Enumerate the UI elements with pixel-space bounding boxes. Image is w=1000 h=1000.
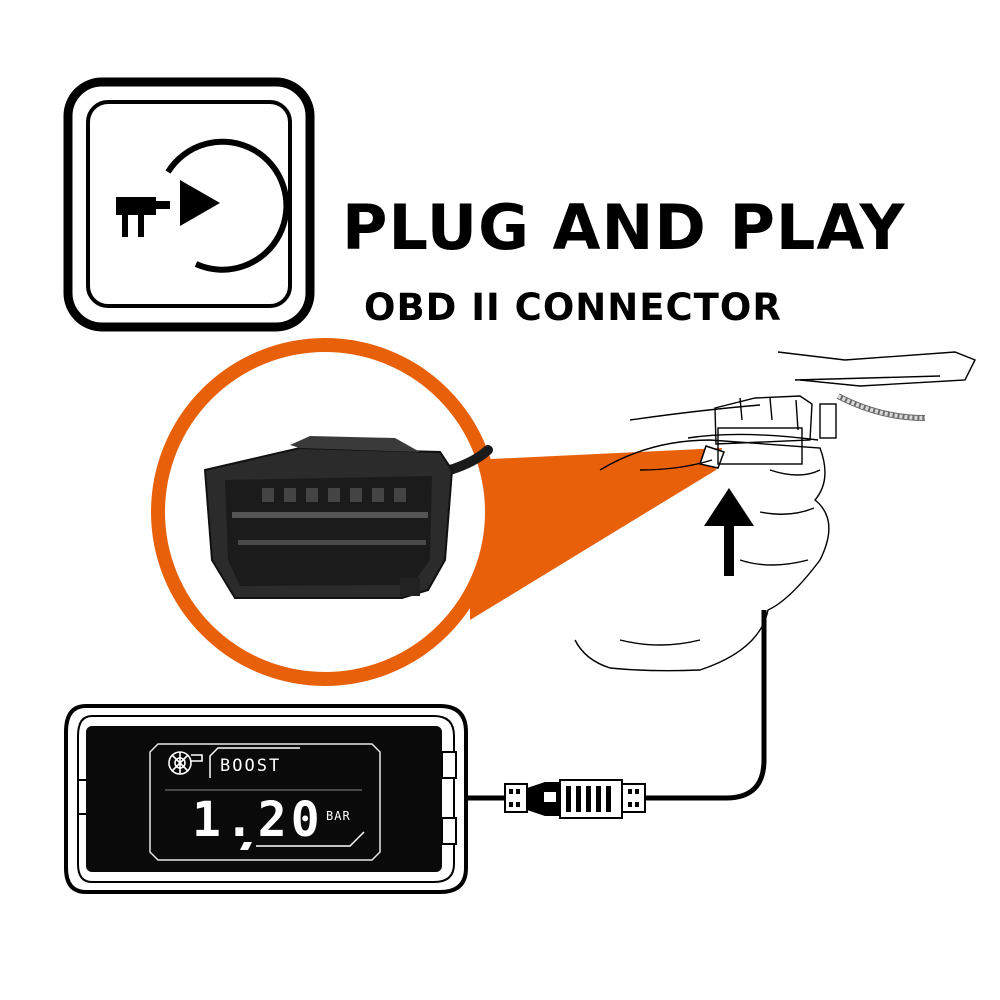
gauge-unit: BAR bbox=[326, 809, 351, 823]
gauge-display: BOOST 1.20 BAR bbox=[149, 743, 381, 861]
plug-play-icon bbox=[63, 77, 315, 332]
up-arrow-icon bbox=[704, 488, 754, 576]
cable-coupler bbox=[504, 779, 646, 819]
headline: PLUG AND PLAY bbox=[342, 191, 906, 264]
callout-beam bbox=[470, 445, 725, 620]
cable bbox=[460, 610, 767, 801]
gauge-value: 1.20 bbox=[192, 792, 324, 848]
subheadline: OBD II CONNECTOR bbox=[364, 286, 782, 329]
turbo-icon bbox=[168, 751, 203, 775]
connector-closeup bbox=[151, 338, 499, 686]
vehicle-socket-sketch bbox=[714, 351, 976, 465]
gauge-label: BOOST bbox=[220, 756, 281, 776]
hand-sketch bbox=[574, 404, 830, 672]
